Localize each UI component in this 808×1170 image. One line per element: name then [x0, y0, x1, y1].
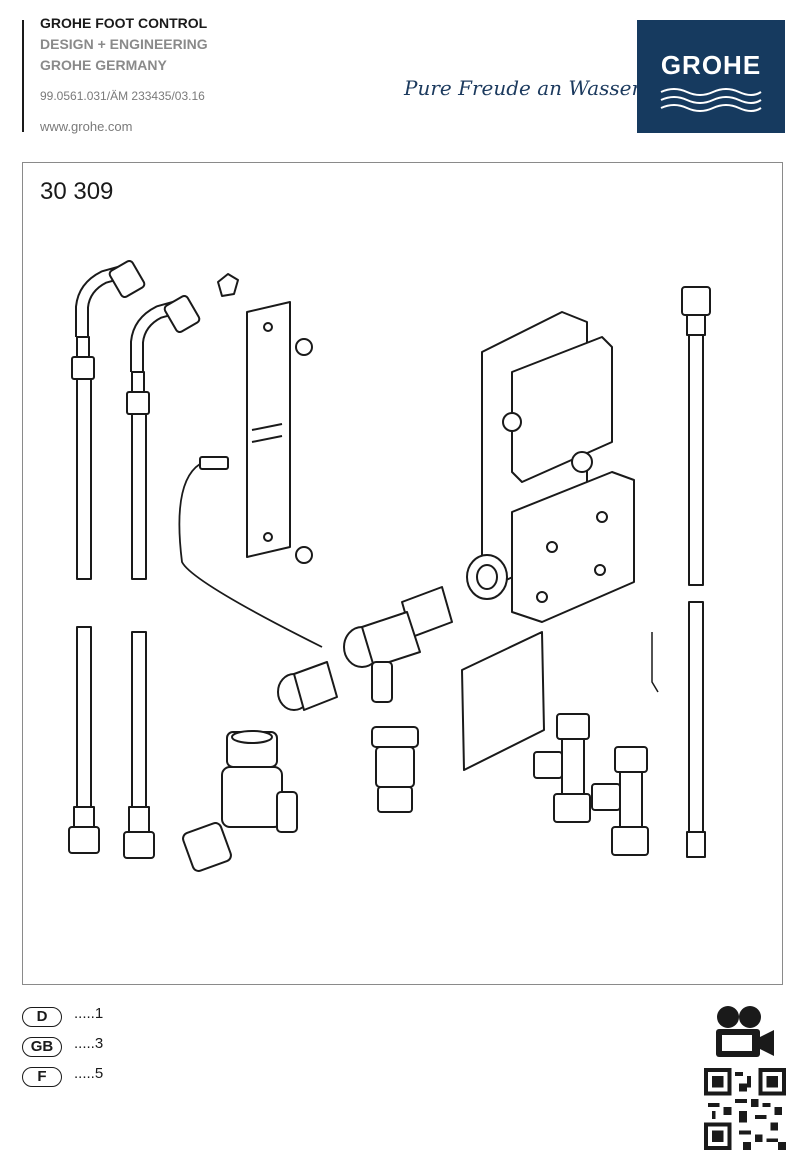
mounting-plate: [246, 301, 291, 558]
hose-left-1: [68, 259, 146, 854]
gasket: [461, 631, 545, 771]
grohe-logo: GROHE: [637, 20, 785, 133]
valve-cartridges: [277, 554, 508, 711]
document-number: 99.0561.031/ÄM 233435/03.16: [40, 89, 205, 103]
website-link[interactable]: www.grohe.com: [40, 119, 133, 134]
valve-body: [182, 730, 298, 872]
language-badge: D: [22, 1007, 62, 1027]
logo-wordmark: GROHE: [660, 50, 762, 80]
brand-slogan: Pure Freude an Wasser: [404, 76, 642, 100]
control-housing: [481, 311, 635, 623]
model-number: 30 309: [40, 178, 114, 205]
screws: [217, 273, 313, 564]
language-page: .....1: [74, 1005, 104, 1022]
language-badge: F: [22, 1067, 62, 1087]
exploded-parts-drawing: [68, 259, 711, 872]
logo-wave-icon: [660, 88, 762, 112]
language-page: .....5: [74, 1065, 104, 1082]
tee-fitting-2: [591, 746, 649, 856]
language-badge: GB: [22, 1037, 62, 1057]
hose-left-2: [123, 294, 201, 859]
hose-right: [681, 286, 711, 858]
wire: [651, 632, 659, 693]
tee-fitting-1: [533, 713, 591, 823]
video-camera-icon[interactable]: [714, 1005, 776, 1059]
document-title: GROHE FOOT CONTROL: [40, 15, 208, 31]
sensor-cable: [178, 456, 323, 648]
header-divider: [22, 20, 24, 132]
filter-cartridge: [371, 726, 419, 813]
language-page: .....3: [74, 1035, 104, 1052]
document-subtitle-country: GROHE GERMANY: [40, 57, 167, 73]
qr-code-icon[interactable]: [704, 1068, 786, 1150]
diagram-frame: [22, 162, 783, 985]
document-subtitle-design: DESIGN + ENGINEERING: [40, 36, 208, 52]
